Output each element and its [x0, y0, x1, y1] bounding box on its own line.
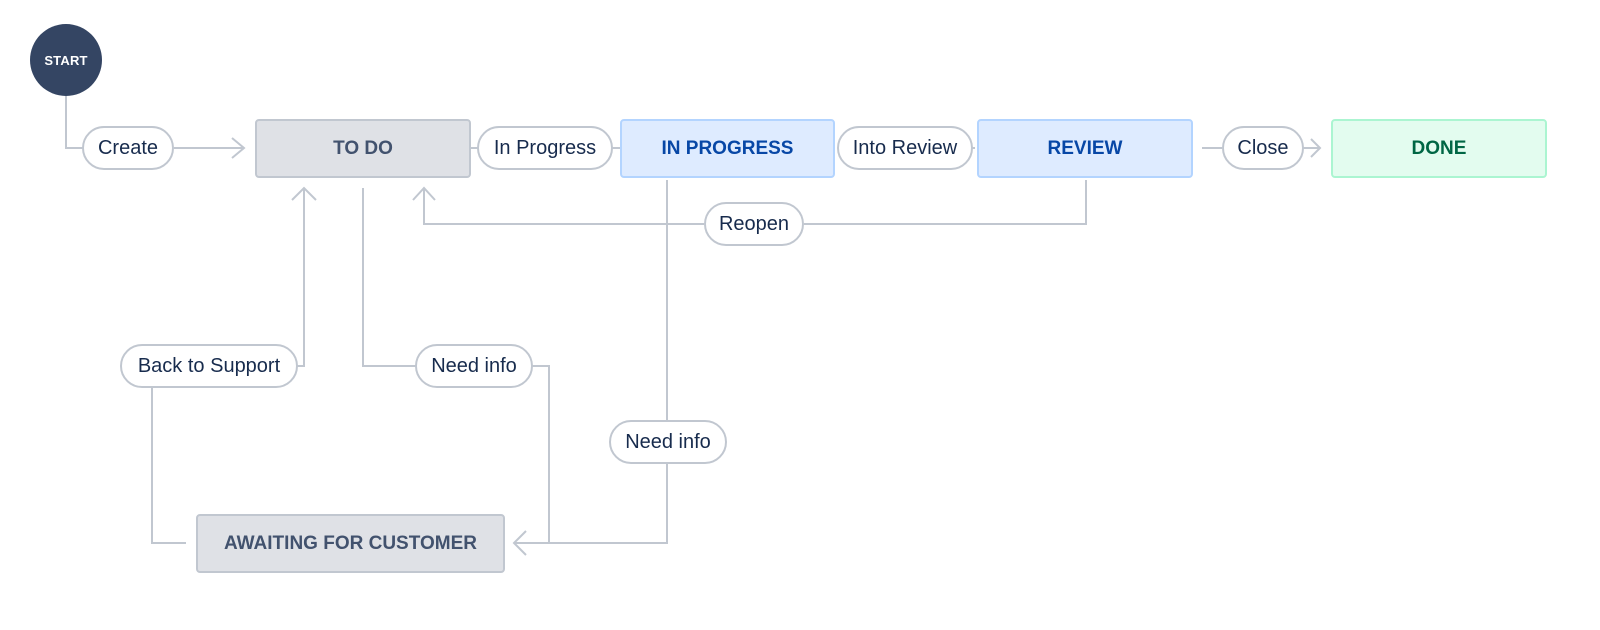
connector-needinfo-awaiting	[514, 365, 550, 544]
connector-backtosupport-todo	[297, 188, 305, 367]
status-in-progress[interactable]: IN PROGRESS	[620, 119, 835, 178]
arrowhead-todo	[231, 137, 246, 159]
start-node: START	[30, 24, 102, 96]
connector-start-create	[65, 96, 84, 149]
arrowhead-reopen	[412, 186, 436, 201]
status-review[interactable]: REVIEW	[977, 119, 1193, 178]
arrowhead-done	[1310, 138, 1322, 158]
status-todo[interactable]: TO DO	[255, 119, 471, 178]
arrowhead-awaiting	[512, 530, 527, 556]
transition-need-info-progress[interactable]: Need info	[609, 420, 727, 464]
connector-review-reopen	[804, 180, 1087, 225]
connector-needinfo2-awaiting	[549, 464, 668, 544]
connector-todo-needinfo	[362, 188, 416, 367]
transition-create[interactable]: Create	[82, 126, 174, 170]
transition-into-review[interactable]: Into Review	[837, 126, 973, 170]
transition-in-progress[interactable]: In Progress	[477, 126, 613, 170]
transition-need-info-todo[interactable]: Need info	[415, 344, 533, 388]
arrowhead-backtosupport	[291, 186, 317, 201]
transition-close[interactable]: Close	[1222, 126, 1304, 170]
status-awaiting-for-customer[interactable]: AWAITING FOR CUSTOMER	[196, 514, 505, 573]
transition-back-to-support[interactable]: Back to Support	[120, 344, 298, 388]
connector-awaiting-backtosupport	[151, 388, 186, 544]
transition-reopen[interactable]: Reopen	[704, 202, 804, 246]
connector-reopen-todo	[423, 188, 704, 225]
status-done[interactable]: DONE	[1331, 119, 1547, 178]
